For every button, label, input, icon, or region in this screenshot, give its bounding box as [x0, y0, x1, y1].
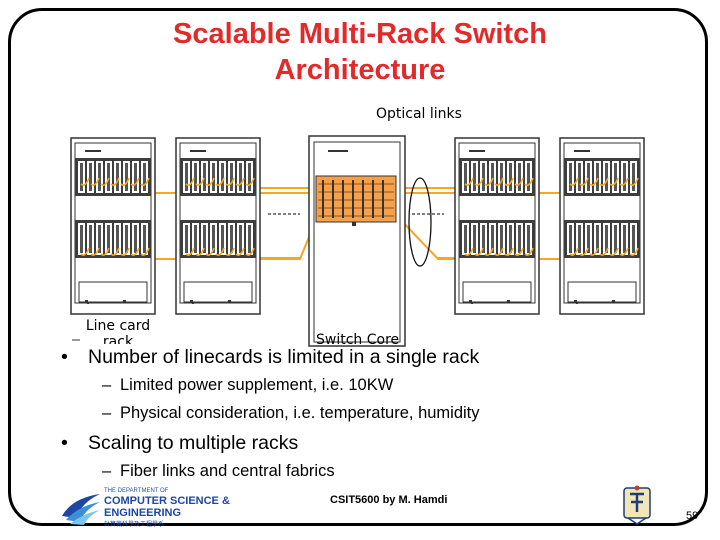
line-card-label-line-1: Line card	[85, 318, 151, 334]
optical-links-label: Optical links	[376, 106, 462, 122]
footer-course: CSIT5600 by M. Hamdi	[330, 494, 448, 506]
logo-line-4: 計算機科學及工程學系	[104, 522, 165, 528]
page-number: 59	[686, 510, 699, 522]
optical-link-highlight	[408, 177, 432, 267]
slide-title: Scalable Multi-Rack Switch Architecture	[100, 16, 620, 88]
department-logo: THE DEPARTMENT OF COMPUTER SCIENCE & ENG…	[60, 488, 230, 528]
sub-bullet-1-1: Limited power supplement, i.e. 10KW	[102, 376, 393, 395]
switch-core-label: Switch Core	[316, 332, 400, 344]
sub-bullet-1-2: Physical consideration, i.e. temperature…	[102, 404, 479, 423]
bullet-2: Scaling to multiple racks	[61, 432, 298, 455]
line-card-rack-1	[71, 138, 155, 314]
line-card-rack-3	[455, 138, 539, 314]
line-card-rack-label: Line card rack	[80, 318, 156, 344]
logo-line-3: ENGINEERING	[104, 507, 182, 519]
slide-title-line-1: Scalable Multi-Rack Switch	[173, 18, 547, 50]
sub-bullet-2-1: Fiber links and central fabrics	[102, 462, 335, 481]
hkust-crest-icon	[623, 485, 651, 525]
department-logo-icon	[62, 494, 100, 525]
slide-title-line-2: Architecture	[274, 54, 446, 86]
logo-line-2: COMPUTER SCIENCE &	[104, 495, 230, 507]
line-card-rack-2	[176, 138, 260, 314]
rack-architecture-diagram	[0, 135, 720, 347]
switch-core-rack	[308, 135, 406, 347]
line-card-rack-4	[560, 138, 644, 314]
logo-line-1: THE DEPARTMENT OF	[104, 488, 169, 494]
line-card-label-line-2: rack	[102, 334, 134, 344]
bullet-1: Number of linecards is limited in a sing…	[61, 346, 479, 369]
slide-frame	[8, 8, 708, 526]
